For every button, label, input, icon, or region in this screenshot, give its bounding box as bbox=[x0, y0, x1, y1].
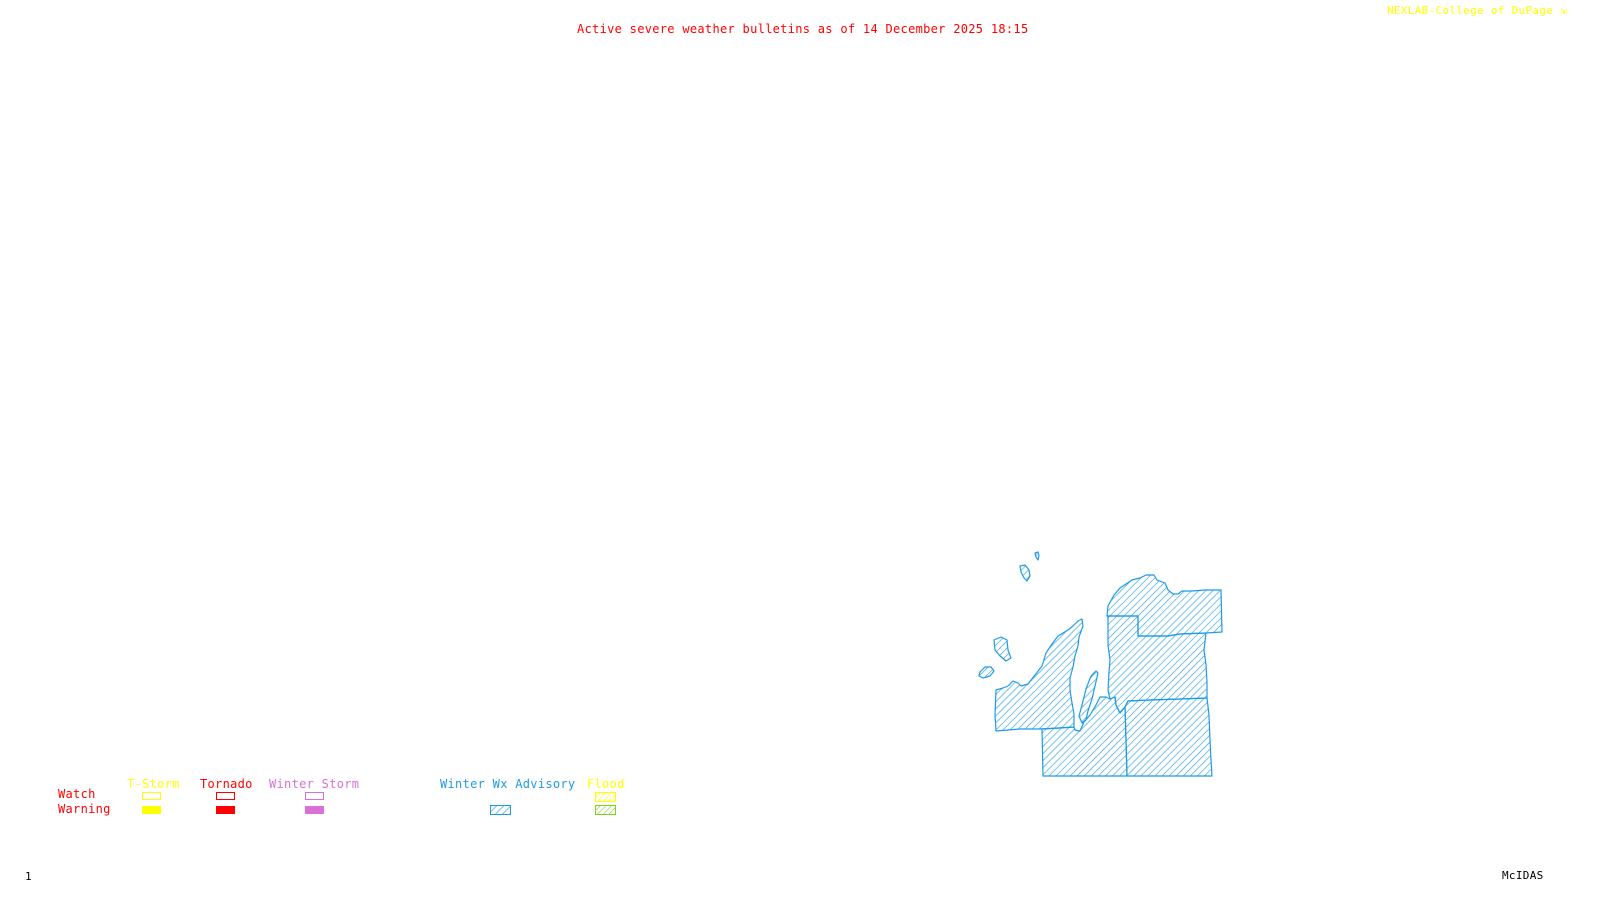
legend-tstorm-label: T-Storm bbox=[127, 777, 180, 791]
advisory-area bbox=[1078, 670, 1099, 724]
advisory-area bbox=[978, 666, 995, 679]
legend-flood-warning-swatch bbox=[595, 805, 616, 815]
legend-winter-storm-warning-swatch bbox=[305, 806, 324, 814]
legend-winter-advisory-label: Winter Wx Advisory bbox=[440, 777, 576, 791]
legend-tornado-warning-swatch bbox=[216, 806, 235, 814]
legend-tornado-label: Tornado bbox=[200, 777, 253, 791]
legend-winter-advisory-swatch bbox=[490, 805, 511, 815]
credit-text: NEXLAB-College of DuPage bbox=[1387, 4, 1554, 17]
advisory-areas bbox=[978, 551, 1223, 777]
advisory-area bbox=[1019, 564, 1031, 582]
map-title: Active severe weather bulletins as of 14… bbox=[577, 22, 1029, 36]
frame-number: 1 bbox=[25, 870, 32, 883]
advisory-area bbox=[1124, 697, 1213, 777]
legend-tstorm-warning-swatch bbox=[142, 806, 161, 814]
legend-tornado-watch-swatch bbox=[216, 792, 235, 800]
legend-winter-storm-watch-swatch bbox=[305, 792, 324, 800]
advisory-area bbox=[1034, 551, 1040, 561]
advisory-area bbox=[994, 618, 1084, 732]
legend-flood-label: Flood bbox=[587, 777, 625, 791]
software-label: McIDAS bbox=[1502, 869, 1544, 882]
legend-flood-watch-swatch bbox=[595, 792, 616, 802]
credit-label: NEXLAB-College of DuPage ⇲ bbox=[1387, 5, 1567, 17]
advisory-area bbox=[993, 636, 1012, 662]
legend-warning-label: Warning bbox=[58, 802, 111, 816]
legend-winter-storm-label: Winter Storm bbox=[269, 777, 360, 791]
legend-watch-label: Watch bbox=[58, 787, 96, 801]
legend-tstorm-watch-swatch bbox=[142, 792, 161, 800]
arrow-icon: ⇲ bbox=[1560, 4, 1568, 17]
